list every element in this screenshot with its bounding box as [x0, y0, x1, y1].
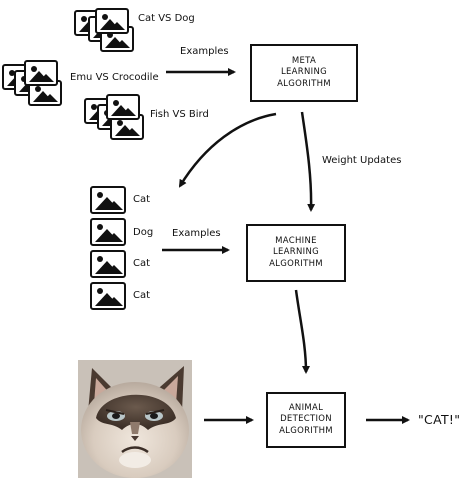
- training-label: Cat: [133, 258, 151, 269]
- result-label: "CAT!": [418, 412, 461, 427]
- cat-photo: [78, 360, 192, 478]
- cat-face-mask: [96, 394, 176, 430]
- image-icon: [95, 8, 129, 34]
- cat-chin: [119, 452, 151, 468]
- arrow-ml-to-animal: [294, 289, 310, 374]
- meta-learning-box: META LEARNING ALGORITHM: [250, 44, 358, 102]
- meta-box-line: LEARNING: [280, 67, 328, 78]
- meta-task-label: Emu VS Crocodile: [70, 72, 159, 83]
- meta-box-line: ALGORITHM: [277, 78, 331, 89]
- cat-brow-right: [145, 409, 165, 415]
- cat-mouth: [121, 446, 149, 454]
- training-label: Dog: [133, 227, 154, 238]
- weight-updates-label: Weight Updates: [322, 155, 402, 166]
- cat-nose: [131, 436, 139, 441]
- meta-task-label: Fish VS Bird: [150, 109, 209, 120]
- meta-box-line: META: [291, 55, 317, 66]
- image-icon: [90, 218, 126, 246]
- arrow-meta-to-training: [178, 112, 277, 188]
- arrow-meta-to-ml: [300, 111, 316, 212]
- training-label: Cat: [133, 194, 151, 205]
- animal-box-line: DETECTION: [280, 414, 332, 425]
- image-icon: [90, 186, 126, 214]
- ml-box-line: ALGORITHM: [269, 258, 323, 269]
- cat-brow-left: [105, 409, 125, 415]
- meta-task-label: Cat VS Dog: [138, 13, 195, 24]
- ml-box-line: MACHINE: [275, 235, 317, 246]
- cat-pupil-right: [150, 413, 158, 419]
- cat-pupil-left: [112, 413, 120, 419]
- image-icon: [24, 60, 58, 86]
- examples-label-top: Examples: [180, 46, 229, 57]
- training-label: Cat: [133, 290, 151, 301]
- image-icon: [106, 94, 140, 120]
- examples-label-mid: Examples: [172, 228, 221, 239]
- animal-box-line: ANIMAL: [288, 402, 324, 413]
- animal-detection-box: ANIMAL DETECTION ALGORITHM: [266, 392, 346, 448]
- cat-nose-bridge: [130, 422, 140, 434]
- machine-learning-box: MACHINE LEARNING ALGORITHM: [246, 224, 346, 282]
- image-icon: [90, 282, 126, 310]
- animal-box-line: ALGORITHM: [279, 425, 333, 436]
- image-icon: [90, 250, 126, 278]
- ml-box-line: LEARNING: [272, 247, 320, 258]
